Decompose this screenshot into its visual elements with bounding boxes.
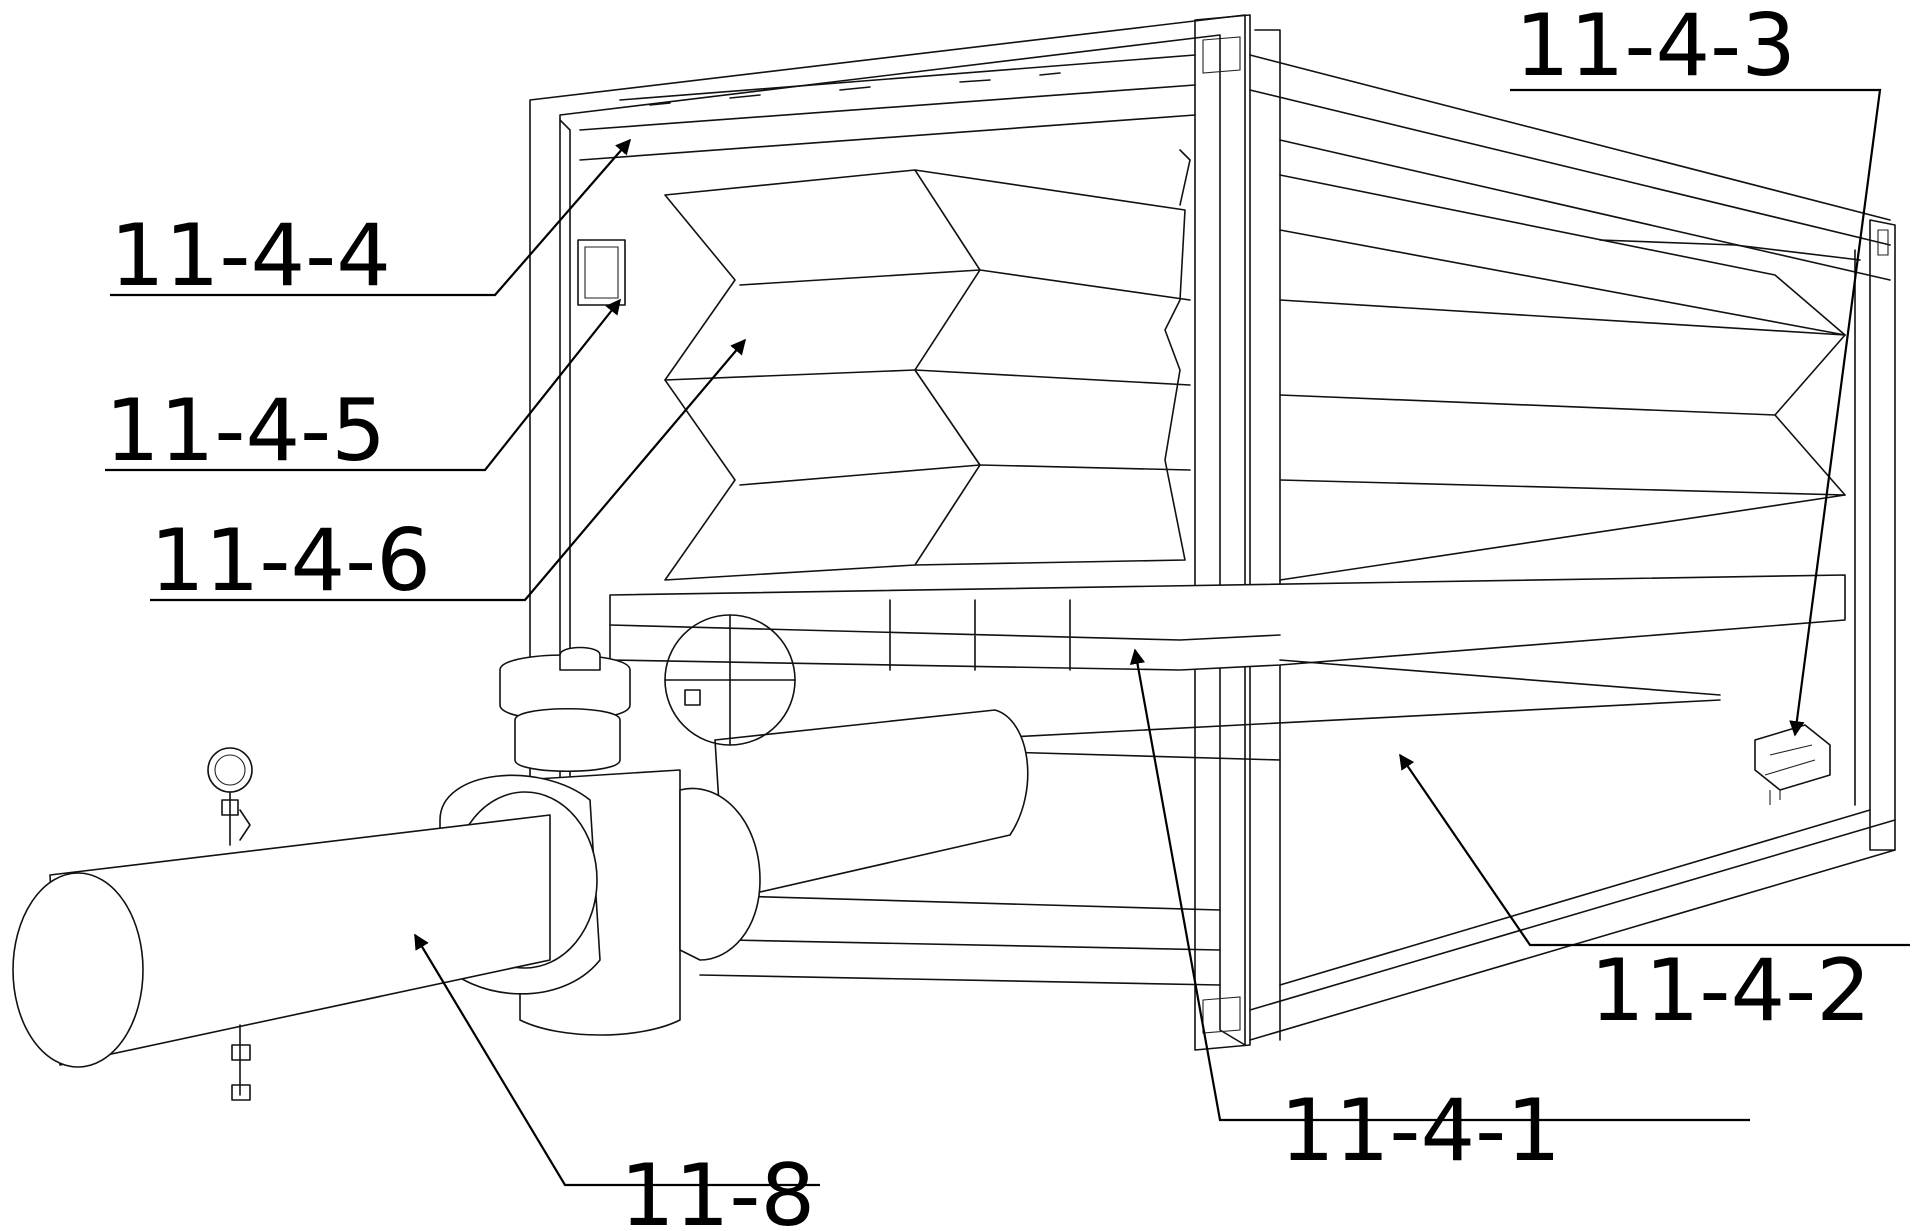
housing-frame (529, 14, 1896, 1051)
label-11-4-3: 11-4-3 (1515, 0, 1796, 96)
callout-labels: 11-4-3 11-4-4 11-4-5 11-4-6 11-4-2 11-4-… (105, 0, 1871, 1231)
label-11-4-4: 11-4-4 (110, 206, 391, 306)
label-11-4-1: 11-4-1 (1280, 1081, 1561, 1181)
chevron-baffles (664, 149, 1861, 581)
label-11-4-2: 11-4-2 (1590, 941, 1871, 1041)
label-11-4-5: 11-4-5 (105, 381, 386, 481)
drain-fitting (1754, 724, 1831, 805)
label-11-4-6: 11-4-6 (150, 511, 431, 611)
leader-lines (105, 88, 1910, 1187)
inspection-window (577, 239, 626, 306)
label-11-8: 11-8 (620, 1146, 815, 1231)
pipe-assembly (12, 614, 1029, 1101)
